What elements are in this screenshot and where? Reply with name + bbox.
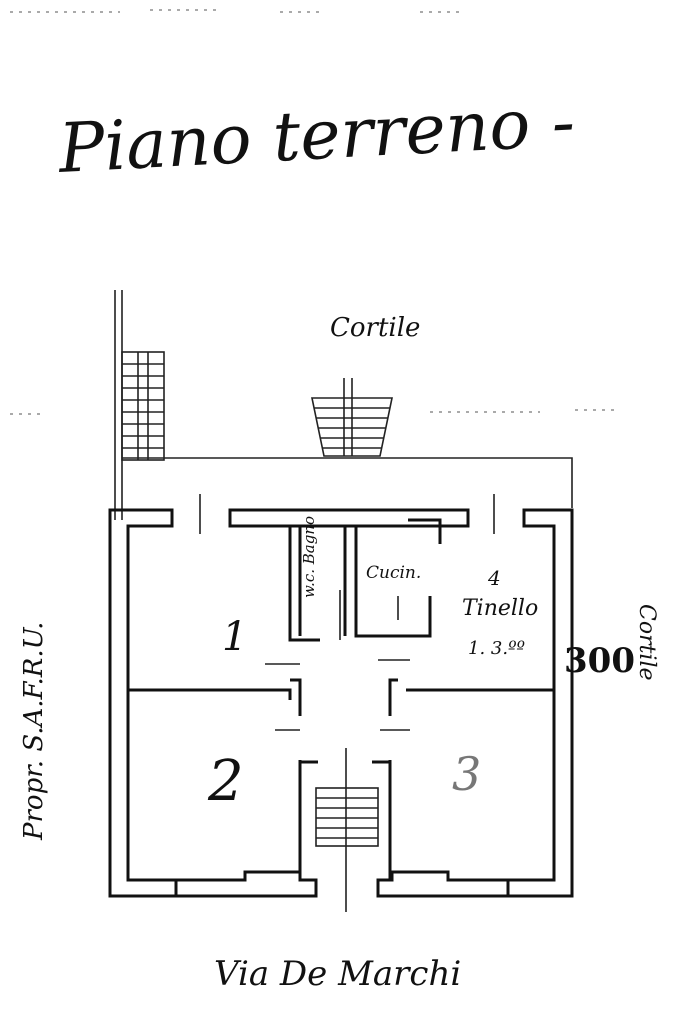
scan-noise-top [10,9,460,13]
courtyard-label-top: Cortile [330,313,420,343]
terrace-outline [122,457,573,508]
dimension-label: 300 [564,641,635,681]
room-label-tinello-number: 4 [487,566,501,590]
interior-walls [128,518,554,880]
room-label-cucina: Cucin. [366,563,421,583]
room-label-tinello: Tinello [462,596,538,621]
room-label-1: 1 [222,614,247,660]
interior-stair [315,748,379,912]
scan-noise-mid [10,409,615,415]
plan-title: Piano terreno - [55,83,577,189]
exterior-stair-center [311,378,393,457]
owner-label: Propr. S.A.F.R.U. [19,622,49,841]
room-label-3: 3 [452,747,481,801]
exterior-walls [108,508,574,898]
room-label-2: 2 [207,749,244,814]
street-label: Via De Marchi [214,954,461,994]
room-label-tinello-size: 1. 3.ºº [468,638,526,659]
exterior-stair-left [114,290,165,520]
door-marks-top [199,494,495,534]
room-label-wc-bagno: w.c. Bagno [300,516,318,598]
courtyard-label-right: Cortile [634,604,659,681]
